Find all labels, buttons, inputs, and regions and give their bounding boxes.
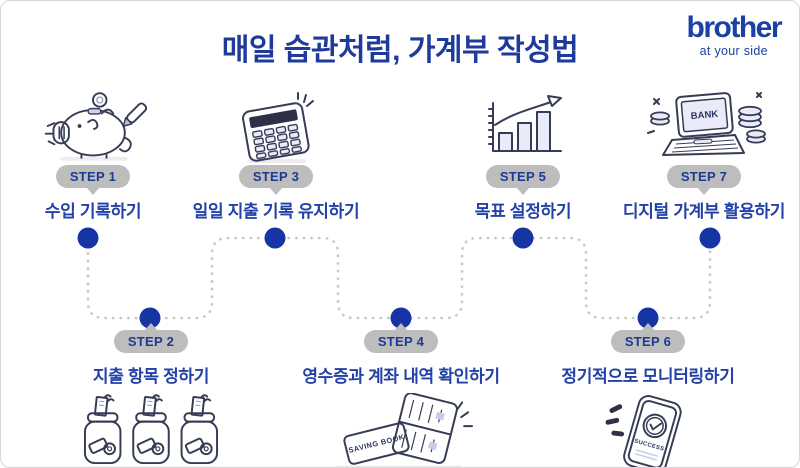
laptop-screen-text: BANK bbox=[690, 109, 718, 122]
node-dot-step7 bbox=[699, 227, 721, 249]
smartphone-check-icon: SUCCESS bbox=[588, 393, 708, 467]
bankbook-receipt-icon: SAVING BOOK bbox=[326, 393, 476, 467]
bankbook-label-text: SAVING BOOK bbox=[348, 432, 406, 455]
calculator-icon bbox=[226, 87, 326, 163]
step-6: STEP 6 정기적으로 모니터링하기 SUCCESS bbox=[508, 330, 788, 467]
laptop-banking-icon: BANK bbox=[638, 87, 770, 163]
growth-chart-icon bbox=[473, 87, 573, 163]
step-badge: STEP 4 bbox=[363, 330, 439, 353]
node-dot-step1 bbox=[77, 227, 99, 249]
flow-node-dots bbox=[77, 227, 721, 329]
step-label: 일일 지출 기록 유지하기 bbox=[192, 202, 360, 221]
step-badge-label: STEP 6 bbox=[624, 334, 672, 349]
step-7: BANK STEP 7 디지털 가계부 활용하기 bbox=[564, 87, 799, 222]
step-badge-label: STEP 5 bbox=[499, 169, 547, 184]
step-label: 수입 기록하기 bbox=[44, 202, 142, 221]
step-3: STEP 3 일일 지출 기록 유지하기 bbox=[136, 87, 416, 222]
step-badge-label: STEP 3 bbox=[252, 169, 300, 184]
step-badge: STEP 3 bbox=[238, 165, 314, 188]
step-badge: STEP 7 bbox=[666, 165, 742, 188]
step-label: 디지털 가계부 활용하기 bbox=[622, 202, 786, 221]
node-dot-step3 bbox=[264, 227, 286, 249]
step-5: STEP 5 목표 설정하기 bbox=[383, 87, 663, 222]
step-badge: STEP 2 bbox=[113, 330, 189, 353]
step-badge-label: STEP 7 bbox=[680, 169, 728, 184]
receipt-jars-icon bbox=[82, 393, 220, 467]
dotted-connector-line bbox=[86, 236, 712, 320]
step-2: STEP 2 지출 항목 정하기 bbox=[11, 330, 291, 467]
step-label: 영수증과 계좌 내역 확인하기 bbox=[302, 367, 500, 386]
step-label: 목표 설정하기 bbox=[474, 202, 572, 221]
step-badge: STEP 6 bbox=[610, 330, 686, 353]
step-badge-label: STEP 2 bbox=[127, 334, 175, 349]
step-badge-label: STEP 4 bbox=[377, 334, 425, 349]
brother-logo: brother at your side bbox=[686, 11, 783, 59]
step-badge: STEP 5 bbox=[485, 165, 561, 188]
piggy-bank-pen-icon bbox=[39, 87, 147, 163]
step-badge: STEP 1 bbox=[55, 165, 131, 188]
node-dot-step5 bbox=[512, 227, 534, 249]
page-title: 매일 습관처럼, 가계부 작성법 bbox=[221, 34, 579, 67]
step-label: 정기적으로 모니터링하기 bbox=[561, 367, 735, 386]
step-1: STEP 1 수입 기록하기 bbox=[1, 87, 233, 222]
step-label: 지출 항목 정하기 bbox=[92, 367, 210, 386]
step-badge-label: STEP 1 bbox=[69, 169, 117, 184]
brother-logo-tagline: at your side bbox=[699, 44, 768, 58]
step-4: STEP 4 영수증과 계좌 내역 확인하기 SAVING BOOK bbox=[261, 330, 541, 467]
brother-logo-wordmark: brother bbox=[686, 11, 783, 44]
